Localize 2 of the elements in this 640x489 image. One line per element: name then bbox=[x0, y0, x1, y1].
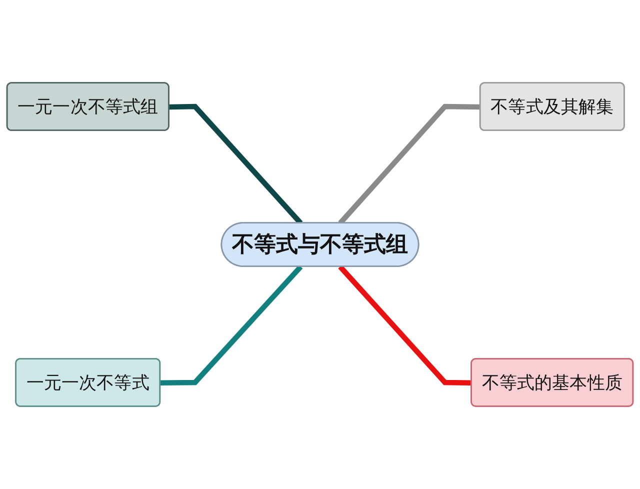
connector bbox=[338, 264, 472, 386]
connector bbox=[160, 264, 303, 386]
